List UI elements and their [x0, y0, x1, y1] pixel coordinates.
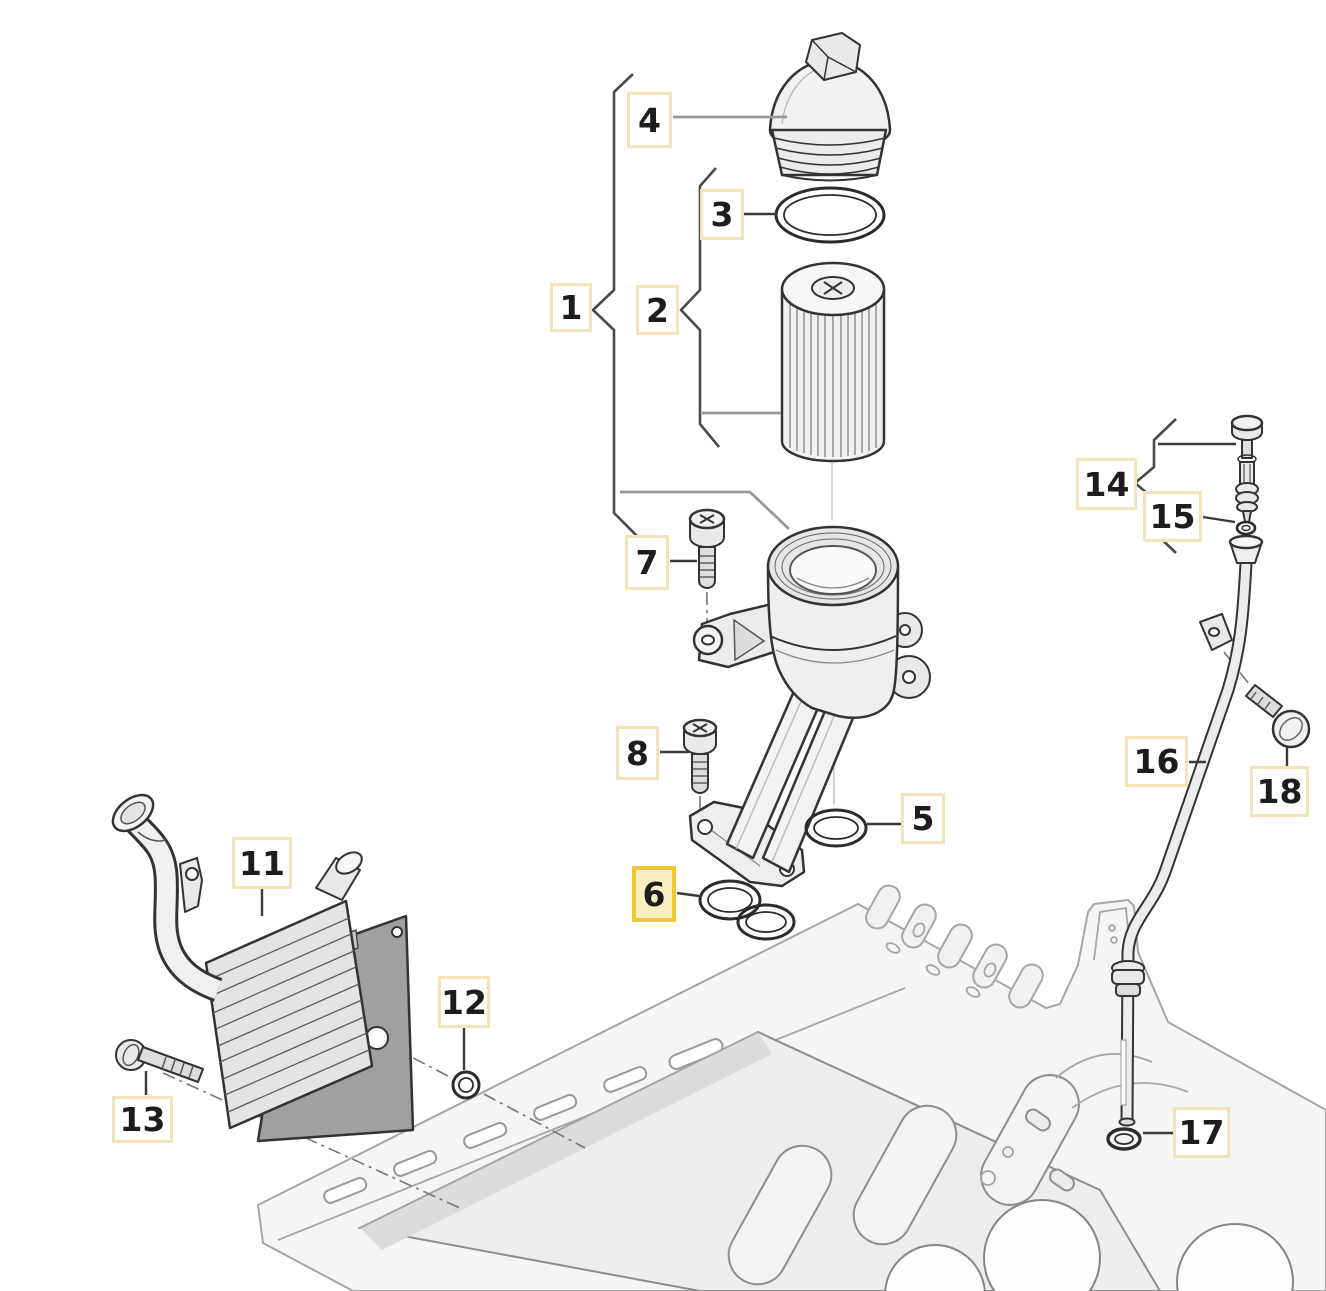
- cooler-bolt: [115, 1039, 204, 1083]
- callout-11[interactable]: 11: [232, 837, 292, 889]
- tube-bolt: [1245, 684, 1311, 749]
- callout-7[interactable]: 7: [625, 535, 669, 590]
- callout-1[interactable]: 1: [550, 283, 592, 332]
- bracket-1: [591, 73, 638, 537]
- callout-5[interactable]: 5: [901, 793, 945, 844]
- block-lug-row: [865, 884, 1044, 1009]
- oil-filter-cap: [768, 32, 892, 182]
- block-slot-row: [323, 1038, 724, 1204]
- callout-17[interactable]: 17: [1173, 1107, 1230, 1158]
- cap-seal-oring: [774, 186, 886, 244]
- filter-pleats: [789, 300, 877, 457]
- oil-filter-element: [780, 261, 886, 463]
- oil-filter-assembly: [682, 32, 931, 941]
- dipstick-assembly: [1106, 414, 1311, 1151]
- cooler-oring: [451, 1070, 481, 1100]
- oil-filter-housing: [688, 525, 931, 888]
- callout-14[interactable]: 14: [1076, 458, 1137, 510]
- oil-cooler: [111, 793, 481, 1143]
- callout-12[interactable]: 12: [438, 976, 490, 1028]
- dipstick-handle: [1230, 414, 1264, 523]
- engine-block-illustration: [257, 884, 1326, 1291]
- callout-4[interactable]: 4: [627, 92, 672, 148]
- dipstick-guide-tube: [1111, 534, 1264, 1127]
- callout-2[interactable]: 2: [636, 285, 679, 335]
- filter-bracket-bolt-7: [688, 508, 726, 589]
- callout-13[interactable]: 13: [112, 1096, 173, 1143]
- callout-18[interactable]: 18: [1250, 766, 1309, 817]
- tube-oring: [1106, 1127, 1142, 1151]
- callout-8[interactable]: 8: [616, 726, 659, 780]
- callout-16[interactable]: 16: [1125, 736, 1188, 787]
- callout-3[interactable]: 3: [700, 189, 744, 240]
- bracket-2: [679, 167, 721, 448]
- housing-bolt-8: [682, 718, 718, 794]
- callout-6[interactable]: 6: [632, 866, 676, 922]
- housing-gasket-oring: [804, 808, 868, 848]
- callout-15[interactable]: 15: [1143, 491, 1202, 542]
- cooler-pipe: [111, 793, 223, 1002]
- flange-orings: [698, 879, 796, 941]
- dipstick-seal: [1235, 520, 1257, 536]
- cooler-fins: [207, 917, 370, 1113]
